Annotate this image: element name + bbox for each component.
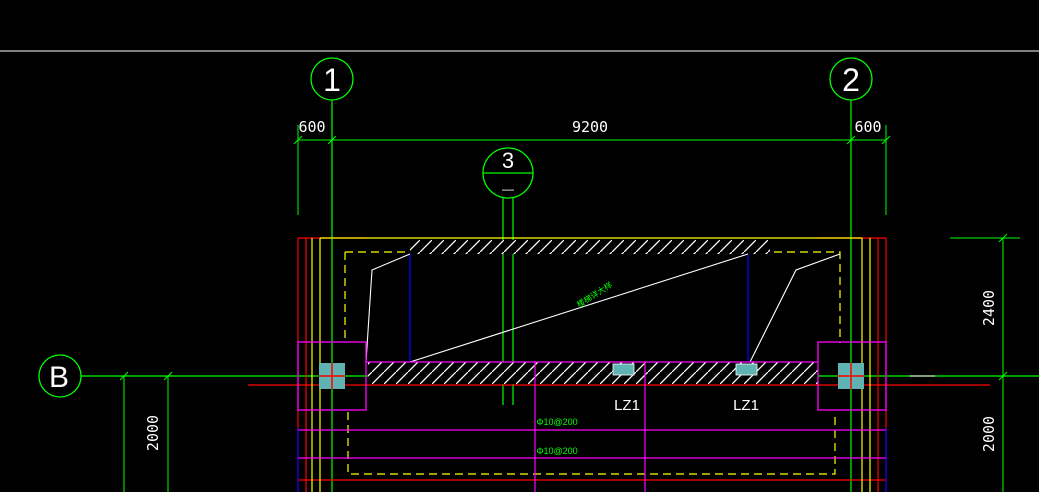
dimension-right: [950, 233, 1020, 492]
lz1-label-right: LZ1: [733, 397, 759, 414]
dimension-top: [293, 125, 891, 215]
dimension-left: [119, 371, 173, 492]
section-mark-3-sublabel: —: [502, 182, 514, 196]
grid-axis-1: 1: [310, 57, 354, 492]
rebar-note-1: Φ10@200: [536, 417, 577, 427]
stair-lines: [365, 253, 841, 363]
dimension-top-right: 600: [854, 118, 881, 136]
grid-axis-2: 2: [829, 57, 873, 492]
dimension-right-upper: 2400: [980, 290, 998, 326]
dimension-right-lower: 2000: [980, 416, 998, 452]
dimension-top-left: 600: [298, 118, 325, 136]
magenta-lines: [298, 361, 886, 492]
dimension-left-lower: 2000: [144, 415, 162, 451]
lz1-column-left: [612, 363, 635, 376]
rebar-note-2: Φ10@200: [536, 446, 577, 456]
grid-axis-1-label: 1: [323, 62, 341, 98]
blue-lines: [297, 254, 887, 492]
stair-outline: [311, 237, 871, 492]
column-right: [817, 341, 887, 411]
stair-note: 楼梯详大样: [575, 280, 614, 310]
hatched-beam-bottom: [368, 362, 818, 384]
column-left: [297, 341, 367, 411]
grid-axis-b-label: B: [49, 361, 69, 394]
lz1-column-right: [735, 363, 758, 376]
hatched-beam-top: [410, 240, 770, 254]
section-mark-3-label: 3: [502, 148, 514, 173]
lz1-label-left: LZ1: [614, 397, 640, 414]
dimension-top-middle: 9200: [572, 118, 608, 136]
grid-axis-2-label: 2: [842, 62, 860, 98]
